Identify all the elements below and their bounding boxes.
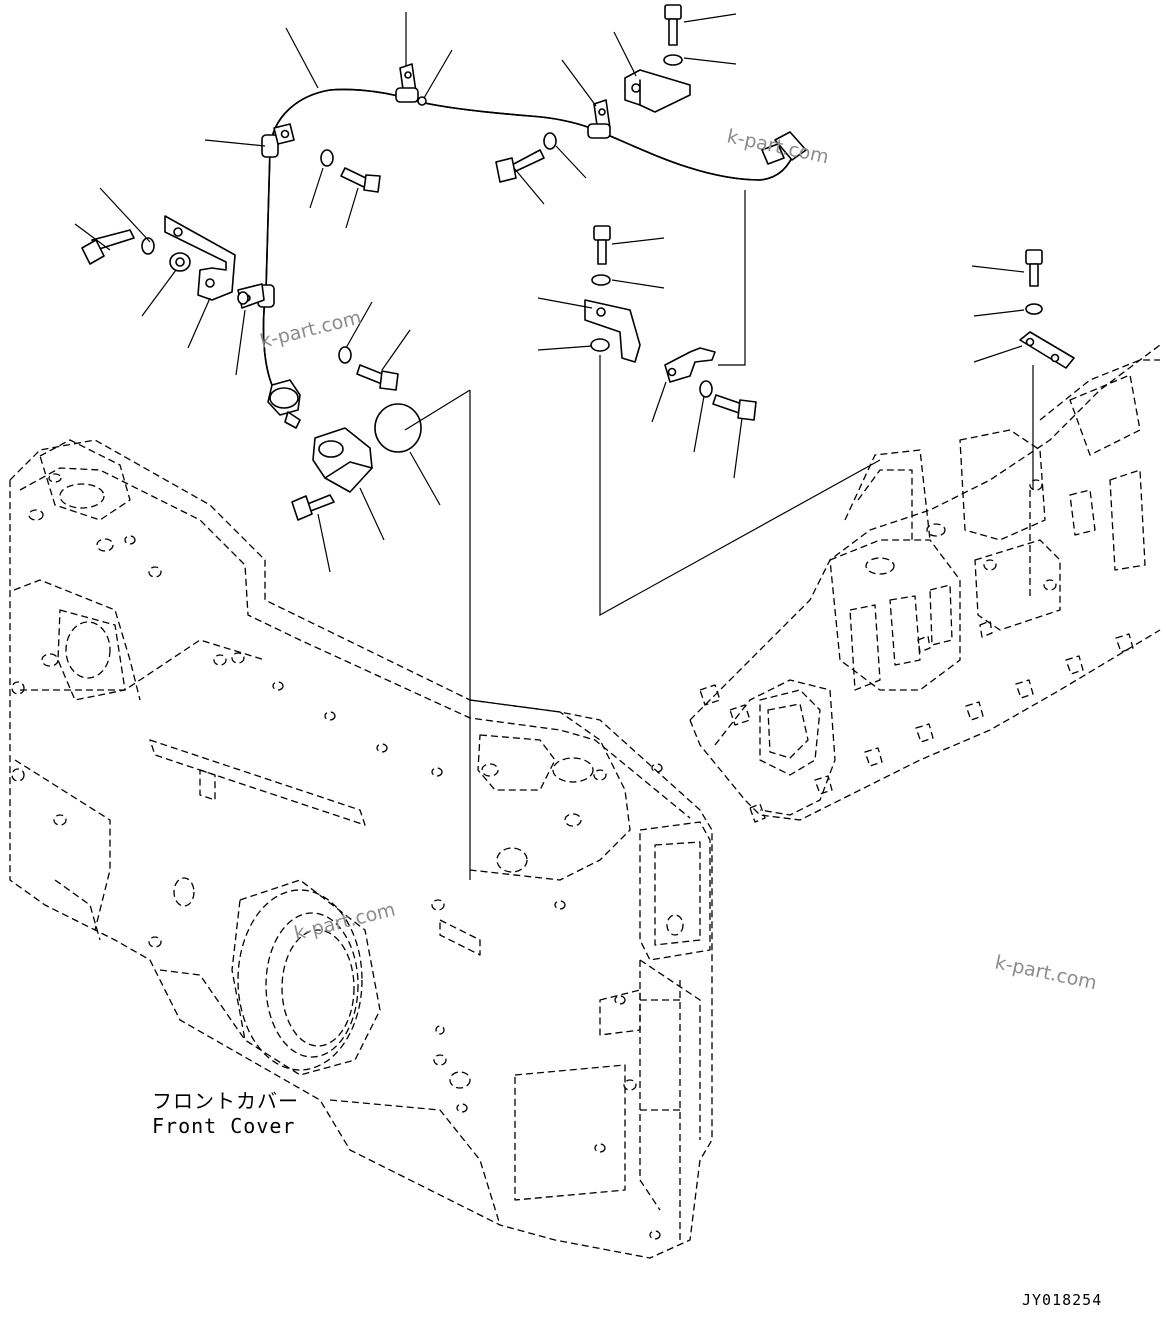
drawing-code: JY018254 [1022,1291,1102,1309]
bolt-mount [291,494,335,521]
watermark-1: k-part.com [725,125,831,168]
callout-leaders [74,12,1025,573]
cable-clamp-top-left [261,123,295,158]
o-ring [374,403,422,453]
bolt-top-right [495,149,545,183]
bolt-right-lower [712,394,757,421]
front-cover-label-jp: フロントカバー [152,1089,299,1113]
engine-head-assembly [689,344,1161,823]
bracket-left [164,215,236,301]
bolt-middle-center [356,364,399,391]
bracket-right-small [664,347,716,383]
watermark-3: k-part.com [292,898,398,944]
front-cover-housing [9,439,713,1259]
reference-lines [404,190,1034,880]
bolt-top-center [340,167,381,193]
watermarks: k-part.com k-part.com k-part.com k-part.… [258,125,1099,994]
front-cover-label-en: Front Cover [152,1114,295,1138]
watermark-4: k-part.com [993,951,1099,994]
cable-clamp-top-right [587,99,611,139]
bolt-vertical-center [593,225,611,265]
sensor-harness [81,4,1075,521]
bracket-center [584,299,641,363]
harness-connector [761,131,807,165]
bolt-vertical-top [664,4,682,46]
bolt-vertical-right [1025,249,1043,287]
speed-sensor [267,379,301,429]
bracket-far-right [1019,331,1075,369]
cable-clamp-top-center [395,63,427,106]
bracket-top-right [624,69,691,113]
sensor-mount-block [312,427,373,493]
washers [141,54,1043,398]
